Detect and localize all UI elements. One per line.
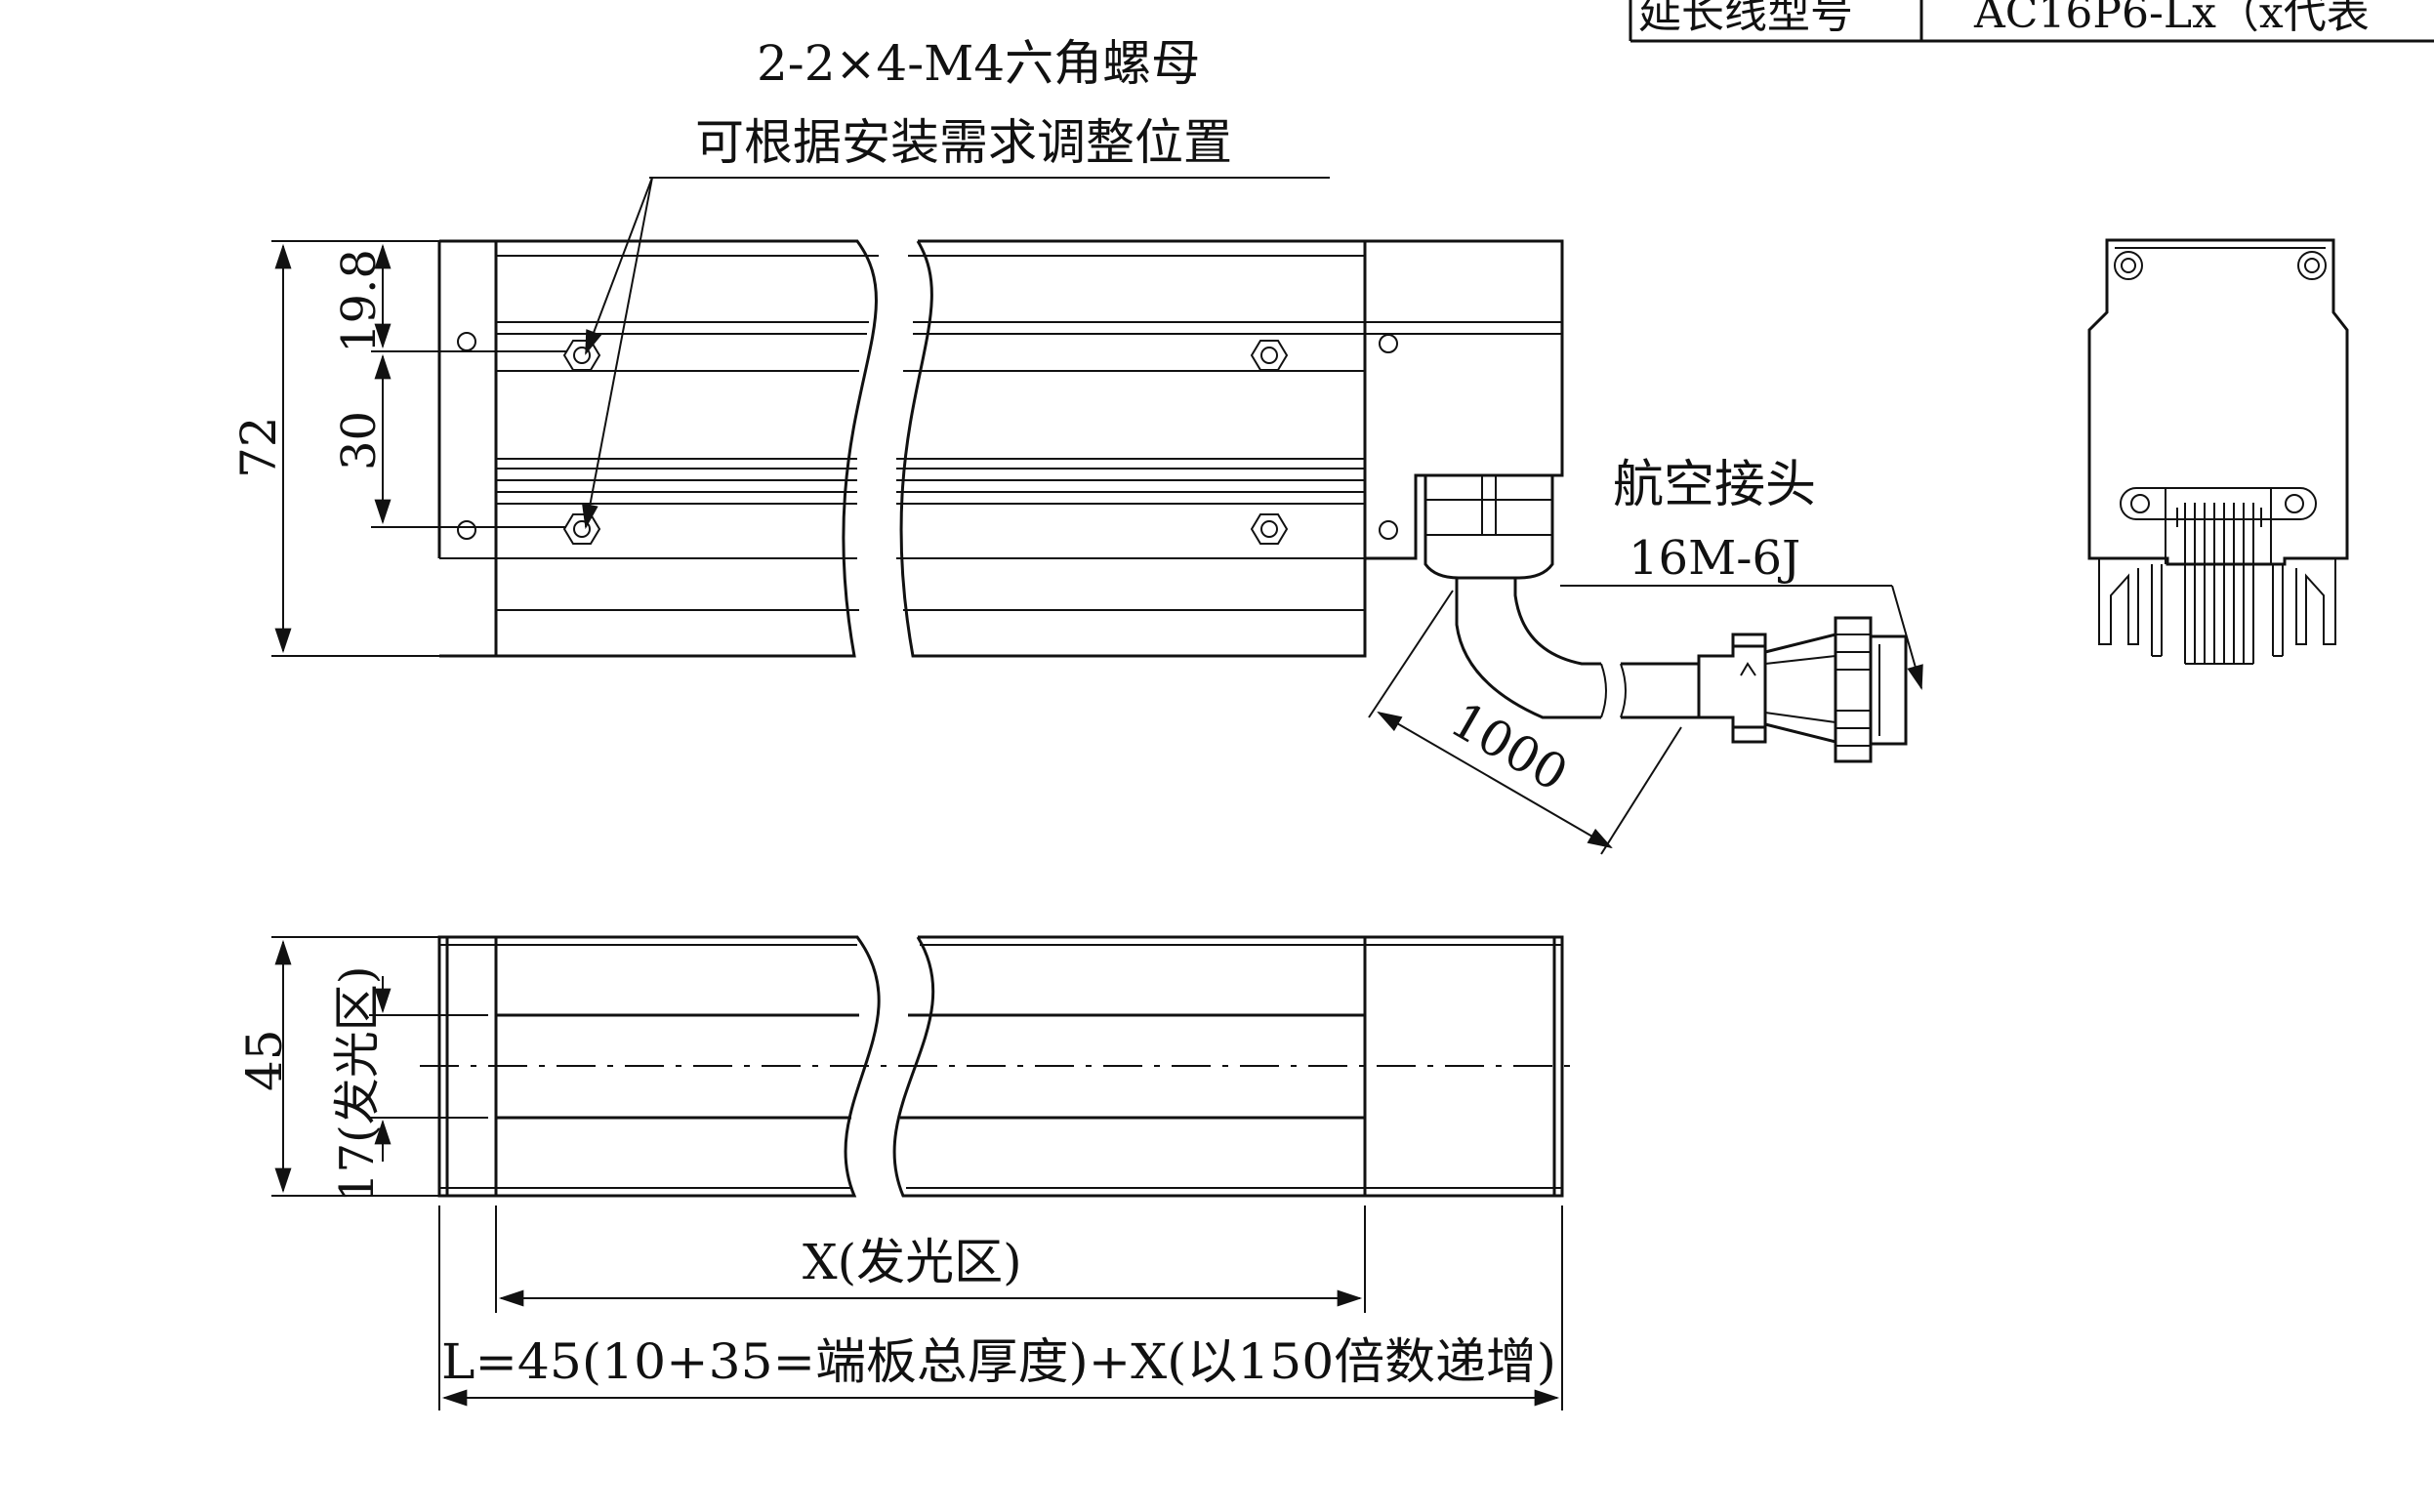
total-length-label: L=45(10+35=端板总厚度)+X(以150倍数递增) xyxy=(441,1333,1556,1390)
nut-spec-label: 2-2×4-M4六角螺母 xyxy=(757,35,1200,92)
nut-note-label: 可根据安装需求调整位置 xyxy=(695,114,1232,171)
width-label: 45 xyxy=(236,1029,293,1091)
connector-model-label: 16M-6J xyxy=(1629,531,1800,586)
total-length-dimension xyxy=(438,1206,1563,1410)
mount-hole xyxy=(1379,520,1398,540)
nut-leader xyxy=(582,177,1330,530)
emission-width-dimension xyxy=(369,976,488,1162)
title-block-label: 延长线型号 xyxy=(1638,0,1853,38)
emission-length-dimension xyxy=(495,1206,1366,1313)
hole-offset-dimension xyxy=(371,243,566,528)
top-view: 2-2×4-M4六角螺母 可根据安装需求调整位置 航空接头 16M-6J 100… xyxy=(230,35,1923,855)
connector-leader xyxy=(1560,585,1923,691)
height-label: 72 xyxy=(230,416,287,478)
hex-nut xyxy=(562,340,601,371)
mount-hole xyxy=(457,332,476,351)
heat-sink-fins xyxy=(2098,503,2336,665)
end-view xyxy=(2087,238,2349,665)
title-block-value: AC16P6-Lx（x代表 xyxy=(1973,0,2370,38)
housing-rails xyxy=(496,255,1562,611)
hex-nut xyxy=(1250,513,1289,545)
emission-width-label: 17(发光区) xyxy=(330,965,385,1203)
front-view: 45 17(发光区) X(发光区) L=45(10+35=端板总厚度)+X(以1… xyxy=(236,935,1582,1410)
hole-spacing-label: 30 xyxy=(332,411,387,470)
cable-length-dimension xyxy=(1368,590,1682,855)
hex-nut xyxy=(562,513,601,545)
height-dimension xyxy=(271,240,488,657)
mount-hole xyxy=(457,520,476,540)
cable-assembly xyxy=(1423,473,1908,763)
hex-nut xyxy=(1250,340,1289,371)
cable-length-label: 1000 xyxy=(1441,691,1577,802)
width-dimension xyxy=(271,936,439,1197)
title-block: 延长线型号 AC16P6-Lx（x代表 xyxy=(1629,0,2434,43)
hole-offset-label: 19.8 xyxy=(332,249,387,353)
mount-hole xyxy=(1379,334,1398,353)
emission-zone-label: X(发光区) xyxy=(803,1234,1022,1290)
connector-name-label: 航空接头 xyxy=(1613,456,1816,514)
